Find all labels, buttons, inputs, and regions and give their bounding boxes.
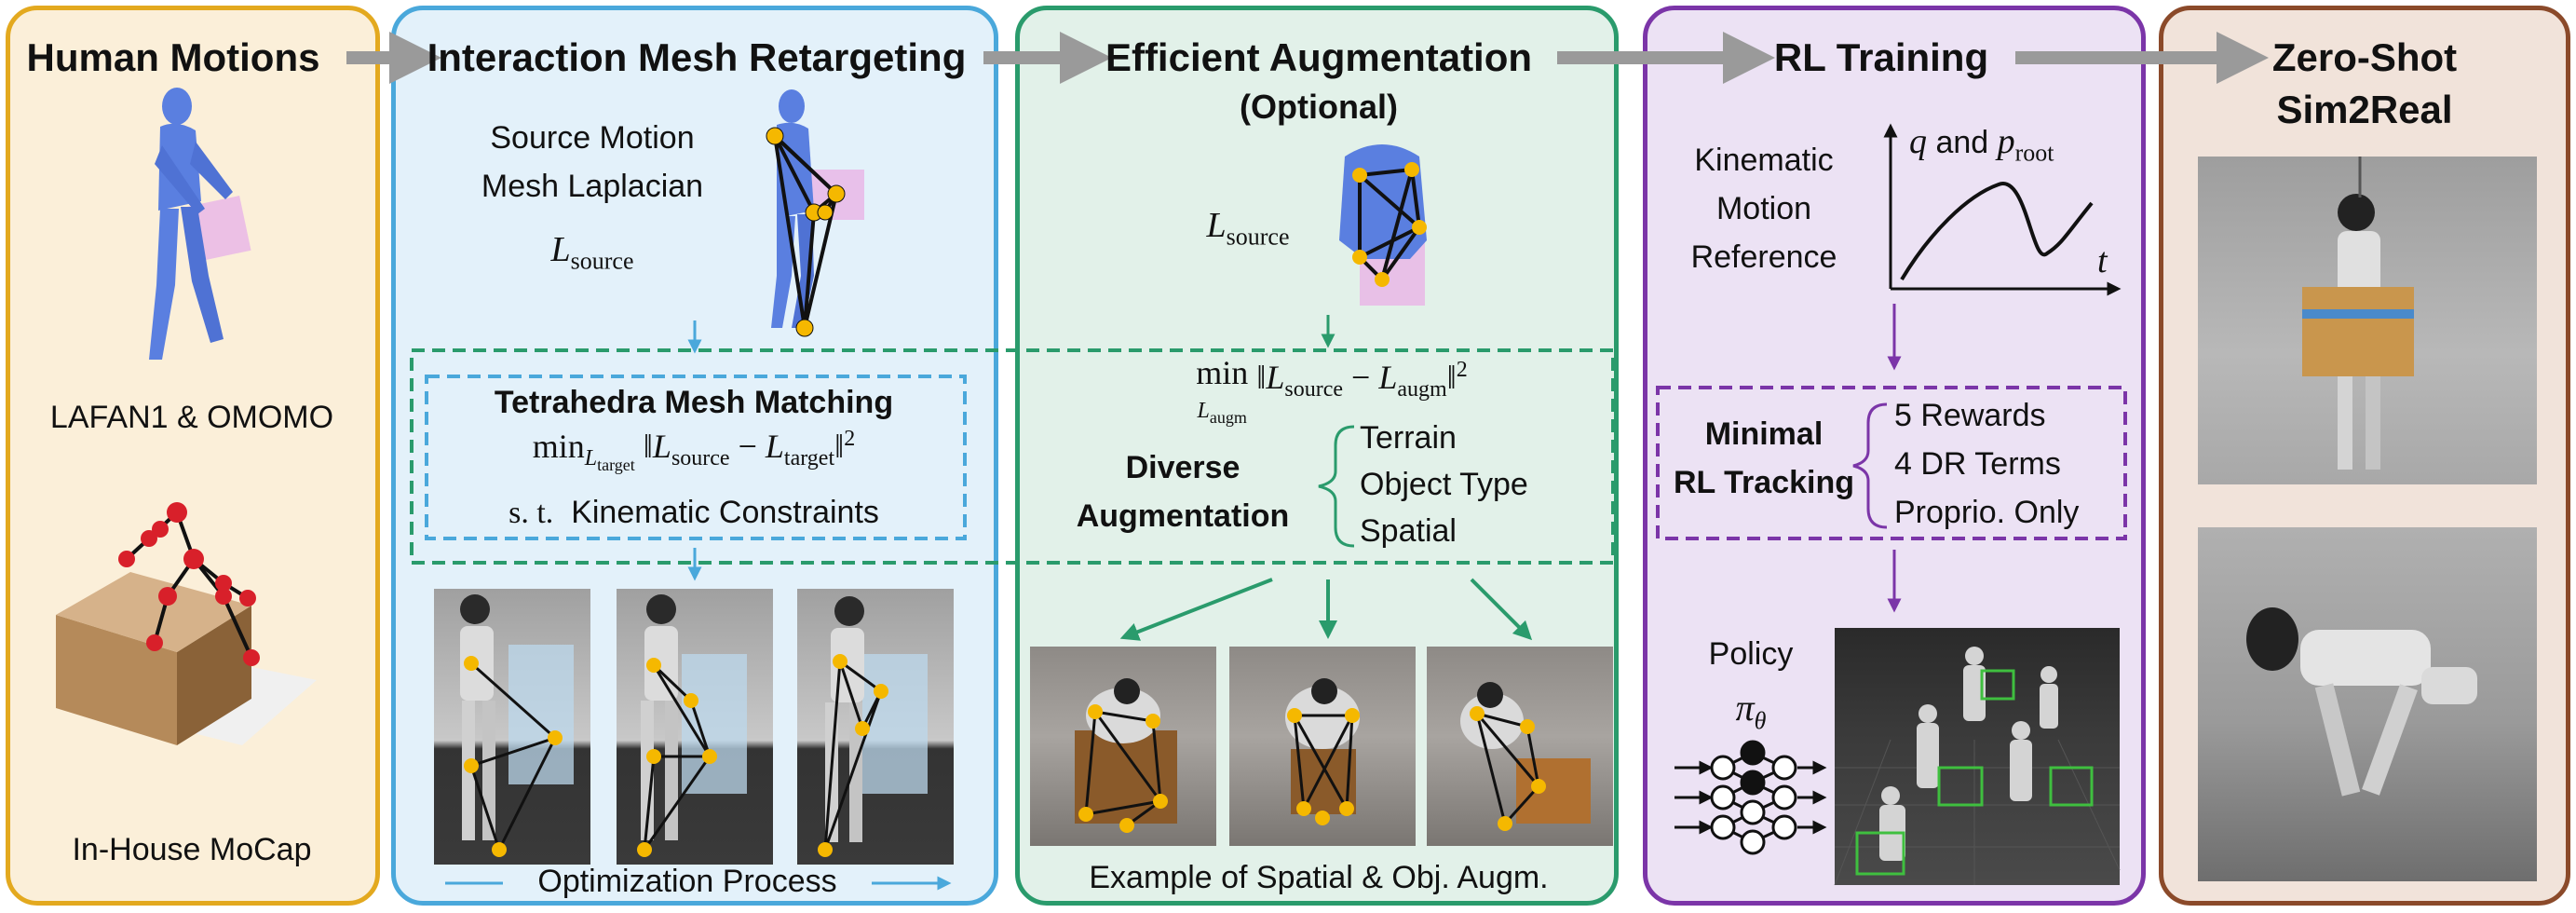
dashed-box-augment (410, 348, 1615, 565)
title-zero-shot: Zero-Shot (2271, 35, 2458, 79)
motion-reference-curve (1900, 182, 2094, 281)
dashed-box-rl (1656, 386, 2127, 540)
policy-label: Policy (1708, 636, 1794, 672)
dashed-box-retarget (425, 375, 967, 540)
policy-symbol: πθ (1735, 687, 1767, 734)
subtitle-optional: (Optional) (1240, 88, 1398, 126)
mocap-box-illustration (56, 502, 317, 745)
brace-augment (1318, 425, 1355, 548)
t-axis-label: t (2097, 241, 2108, 280)
l-source-retarget: Lsource (550, 230, 634, 275)
source-motion-label: Source Motion (490, 120, 695, 156)
neural-network-icon (1674, 740, 1827, 855)
motion-label: Motion (1715, 191, 1812, 226)
augment-item-spatial: Spatial (1360, 513, 1457, 549)
title-human-motions: Human Motions (26, 35, 320, 79)
mesh-laplacian-label: Mesh Laplacian (481, 169, 704, 204)
reference-label: Reference (1690, 239, 1837, 275)
l-source-augment: Lsource (1206, 206, 1290, 251)
tetrahedra-box-title: Tetrahedra Mesh Matching (494, 385, 894, 420)
kinematic-label: Kinematic (1694, 143, 1834, 178)
caption-lafan1-omomo: LAFAN1 & OMOMO (49, 400, 334, 435)
q-and-proot-label: q and proot (1909, 122, 2054, 167)
title-retargeting: Interaction Mesh Retargeting (427, 35, 967, 79)
augment-item-terrain: Terrain (1360, 420, 1457, 456)
title-augmentation: Efficient Augmentation (1105, 35, 1533, 79)
augment-example-caption: Example of Spatial & Obj. Augm. (1089, 860, 1549, 895)
sim2real-robot-1 (2302, 157, 2414, 470)
augment-example-robots (1075, 678, 1591, 833)
sim2real-robot-2 (2246, 607, 2477, 797)
retarget-objective: minLtarget ‖Lsource − Ltarget‖2 (532, 427, 856, 474)
caption-in-house-mocap: In-House MoCap (72, 832, 312, 867)
kinematic-constraints-label: s. t. Kinematic Constraints (508, 495, 879, 530)
augmentation-label: Augmentation (1076, 498, 1290, 534)
sim2real-photo-2 (2198, 527, 2537, 881)
rl-simulation-robots (1834, 647, 2121, 886)
diverse-label: Diverse (1125, 450, 1241, 485)
title-sim2real: Sim2Real (2276, 88, 2453, 131)
augment-item-object-type: Object Type (1360, 467, 1528, 502)
brace-rl (1852, 402, 1888, 529)
optimization-robots (460, 594, 928, 857)
rl-item-dr-terms: 4 DR Terms (1894, 446, 2061, 482)
rl-tracking-label: RL Tracking (1674, 465, 1854, 500)
human-figure-illustration (149, 88, 251, 360)
crouch-mesh-illustration (1339, 144, 1427, 306)
rl-item-proprio: Proprio. Only (1894, 495, 2080, 530)
minimal-label: Minimal (1704, 416, 1824, 452)
title-rl-training: RL Training (1773, 35, 1989, 79)
optimization-process-label: Optimization Process (537, 864, 837, 899)
human-mesh-illustration (766, 89, 864, 337)
rl-item-rewards: 5 Rewards (1894, 398, 2046, 433)
